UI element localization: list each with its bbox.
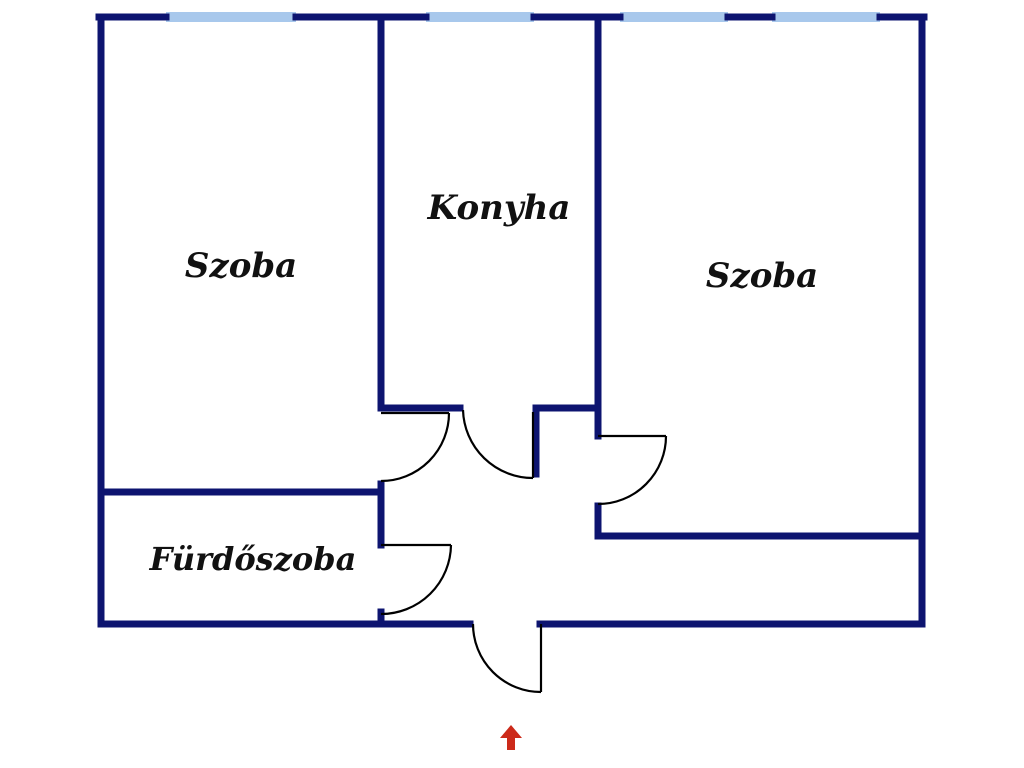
window-right-room-1 (620, 12, 728, 22)
label-kitchen: Konyha (427, 188, 571, 228)
window-left-room (166, 12, 296, 22)
door-entrance (471, 623, 543, 694)
door-right-room (597, 434, 668, 506)
door-left-room (380, 411, 451, 483)
window-kitchen (426, 12, 534, 22)
arrow-up-icon (500, 725, 522, 750)
label-left-room: Szoba (185, 246, 297, 286)
window-right-room-2 (772, 12, 880, 22)
door-bathroom (380, 543, 453, 616)
windows (166, 12, 880, 22)
door-kitchen (461, 409, 535, 480)
walls (95, 13, 928, 628)
label-bathroom: Fürdőszoba (149, 540, 357, 578)
label-right-room: Szoba (706, 256, 818, 296)
doors (380, 409, 668, 694)
